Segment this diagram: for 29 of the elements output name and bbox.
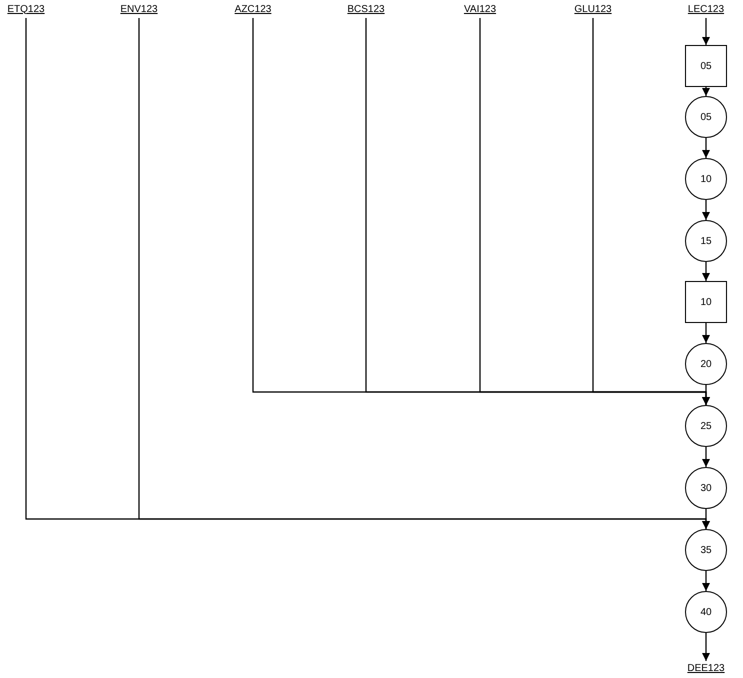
column-label: BCS123: [336, 2, 396, 16]
column-label: AZC123: [223, 2, 283, 16]
arrow: [702, 447, 710, 467]
column-label: LEC123: [676, 2, 736, 16]
arrow: [592, 18, 710, 405]
arrow: [702, 87, 710, 96]
column-label: ENV123: [109, 2, 169, 16]
step-circle: 10: [685, 158, 727, 200]
column-label: DEE123: [676, 661, 736, 675]
arrow: [702, 262, 710, 281]
step-circle: 15: [685, 220, 727, 262]
column-label: GLU123: [563, 2, 623, 16]
step-circle: 40: [685, 591, 727, 633]
process-box: 10: [685, 281, 727, 323]
step-circle: 35: [685, 529, 727, 571]
step-circle: 20: [685, 343, 727, 385]
arrow: [702, 18, 710, 45]
column-label: ETQ123: [0, 2, 56, 16]
step-circle: 05: [685, 96, 727, 138]
step-circle: 30: [685, 467, 727, 509]
arrow: [702, 571, 710, 591]
column-label: VAI123: [450, 2, 510, 16]
process-box: 05: [685, 45, 727, 87]
arrow: [702, 200, 710, 220]
arrow: [702, 633, 710, 661]
arrow: [702, 138, 710, 158]
step-circle: 25: [685, 405, 727, 447]
arrow: [702, 323, 710, 343]
arrow: [138, 18, 710, 530]
